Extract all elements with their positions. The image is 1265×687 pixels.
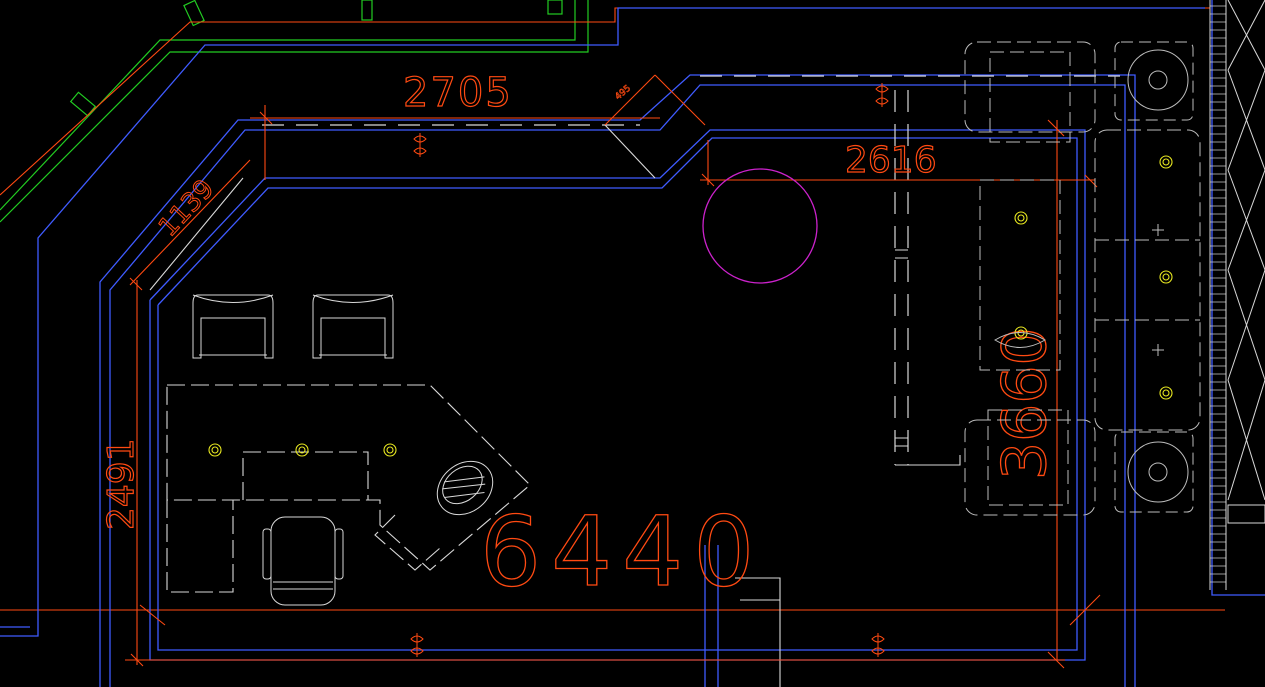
chair-icon — [192, 294, 274, 359]
dim-right-top-width: 2616 — [845, 140, 937, 181]
ceiling-light-icon — [875, 83, 889, 107]
wall-openings — [69, 0, 563, 117]
dim-overall-width: 6440 — [480, 496, 764, 608]
sofa — [964, 41, 1201, 516]
chair-icons — [192, 294, 494, 606]
ceiling-light-icons — [410, 83, 889, 657]
circular-fixture — [702, 168, 818, 284]
downlight-icon-core — [298, 446, 306, 454]
partition-walls — [149, 124, 961, 687]
downlight-icon-core — [211, 446, 219, 454]
downlight-icon-core — [1017, 214, 1025, 222]
desk — [166, 384, 531, 593]
downlight-icon — [1159, 155, 1173, 169]
downlight-icon — [1159, 270, 1173, 284]
downlight-icon-core — [1162, 389, 1170, 397]
ceiling-light-icon — [410, 633, 424, 657]
dim-top-width: 2705 — [403, 70, 513, 116]
downlight-icon — [1014, 211, 1028, 225]
lounge-chair-icon — [436, 460, 494, 516]
downlight-icon — [383, 443, 397, 457]
office-chair-icon — [262, 516, 344, 606]
dim-right-height: 3660 — [990, 327, 1060, 480]
downlight-icon — [1159, 386, 1173, 400]
ceiling-light-icon — [413, 133, 427, 157]
chair-icon — [312, 294, 394, 359]
dimension-labels: 2705 1139 2616 2491 6440 3660 495 — [100, 69, 1060, 608]
downlight-icon-core — [386, 446, 394, 454]
downlight-icon — [208, 443, 222, 457]
downlight-icon-core — [1162, 273, 1170, 281]
ladder-rungs — [1210, 5, 1226, 583]
downlight-icon-core — [1162, 158, 1170, 166]
downlight-icon — [295, 443, 309, 457]
ceiling-light-icon — [871, 633, 885, 657]
ceiling-dashed-lines — [262, 75, 1120, 465]
exterior-wall-green — [0, 0, 589, 223]
right-wall-ladder — [1209, 0, 1265, 590]
wall-panel — [895, 249, 908, 447]
dim-left-height: 2491 — [101, 438, 142, 530]
